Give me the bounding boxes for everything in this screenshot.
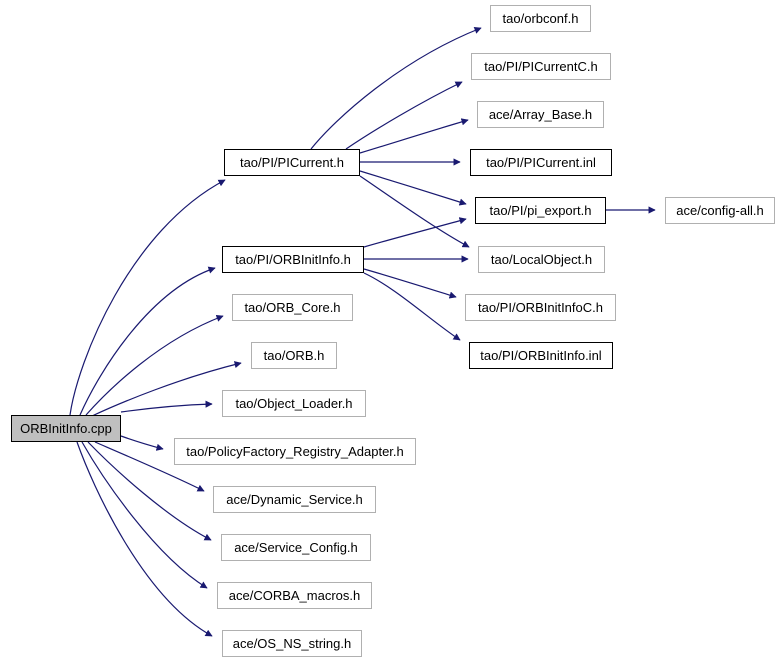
node-orbinitinfoc_h[interactable]: tao/PI/ORBInitInfoC.h xyxy=(465,294,616,321)
node-label: ace/config-all.h xyxy=(676,203,764,218)
node-dynamic_svc_h[interactable]: ace/Dynamic_Service.h xyxy=(213,486,376,513)
edge-picurrent_h-to-array_base_h xyxy=(359,118,469,154)
node-label: tao/PI/ORBInitInfo.h xyxy=(235,252,351,267)
node-label: tao/orbconf.h xyxy=(502,11,579,26)
edge-root-to-os_ns_string_h xyxy=(76,441,213,637)
node-localobject_h[interactable]: tao/LocalObject.h xyxy=(478,246,605,273)
node-label: tao/PI/PICurrent.inl xyxy=(486,155,596,170)
edge-root-to-object_loader_h xyxy=(120,400,213,413)
node-label: ace/Dynamic_Service.h xyxy=(226,492,363,507)
node-picurrent_h[interactable]: tao/PI/PICurrent.h xyxy=(224,149,360,176)
node-config_all_h[interactable]: ace/config-all.h xyxy=(665,197,775,224)
edge-root-to-corba_macros_h xyxy=(81,441,208,589)
node-picurrentc_h[interactable]: tao/PI/PICurrentC.h xyxy=(471,53,611,80)
edge-orbinitinfo_h-to-pi_export_h xyxy=(363,217,467,248)
node-label: tao/LocalObject.h xyxy=(490,252,593,267)
node-pi_export_h[interactable]: tao/PI/pi_export.h xyxy=(475,197,606,224)
node-service_config_h[interactable]: ace/Service_Config.h xyxy=(221,534,371,561)
edge-root-to-orb_core_h xyxy=(85,314,224,416)
edge-root-to-dynamic_svc_h xyxy=(94,441,205,492)
node-label: tao/Object_Loader.h xyxy=(235,396,353,411)
node-label: tao/PI/PICurrentC.h xyxy=(484,59,598,74)
node-object_loader_h[interactable]: tao/Object_Loader.h xyxy=(222,390,366,417)
node-label: ORBInitInfo.cpp xyxy=(20,421,112,436)
edge-root-to-policy_factory_h xyxy=(120,435,164,451)
node-os_ns_string_h[interactable]: ace/OS_NS_string.h xyxy=(222,630,362,657)
node-label: tao/PI/ORBInitInfo.inl xyxy=(480,348,602,363)
edge-picurrent_h-to-orbconf_h xyxy=(310,27,482,150)
node-orbinitinfo_inl[interactable]: tao/PI/ORBInitInfo.inl xyxy=(469,342,613,369)
node-picurrent_inl[interactable]: tao/PI/PICurrent.inl xyxy=(470,149,612,176)
node-orb_h[interactable]: tao/ORB.h xyxy=(251,342,337,369)
node-label: tao/ORB.h xyxy=(263,348,325,363)
edge-picurrent_h-to-pi_export_h xyxy=(359,170,467,206)
node-corba_macros_h[interactable]: ace/CORBA_macros.h xyxy=(217,582,372,609)
node-orbinitinfo_h[interactable]: tao/PI/ORBInitInfo.h xyxy=(222,246,364,273)
edge-root-to-service_config_h xyxy=(87,441,212,541)
node-orbconf_h[interactable]: tao/orbconf.h xyxy=(490,5,591,32)
node-label: tao/PolicyFactory_Registry_Adapter.h xyxy=(186,444,404,459)
edge-root-to-picurrent_h xyxy=(69,179,226,416)
edge-root-to-orbinitinfo_h xyxy=(79,266,216,416)
node-label: tao/ORB_Core.h xyxy=(244,300,341,315)
node-label: ace/Array_Base.h xyxy=(488,107,593,122)
node-label: tao/PI/ORBInitInfoC.h xyxy=(477,300,603,315)
node-root[interactable]: ORBInitInfo.cpp xyxy=(11,415,121,442)
edge-orbinitinfo_h-to-orbinitinfoc_h xyxy=(363,268,457,299)
node-label: tao/PI/pi_export.h xyxy=(489,203,592,218)
edge-picurrent_h-to-picurrentc_h xyxy=(345,81,463,150)
node-label: ace/Service_Config.h xyxy=(234,540,358,555)
edges xyxy=(69,27,656,637)
edge-picurrent_h-to-localobject_h xyxy=(359,175,470,248)
node-label: ace/OS_NS_string.h xyxy=(232,636,352,651)
node-orb_core_h[interactable]: tao/ORB_Core.h xyxy=(232,294,353,321)
edge-orbinitinfo_h-to-orbinitinfo_inl xyxy=(363,272,461,341)
node-label: ace/CORBA_macros.h xyxy=(228,588,361,603)
node-policy_factory_h[interactable]: tao/PolicyFactory_Registry_Adapter.h xyxy=(174,438,416,465)
edge-root-to-orb_h xyxy=(91,361,242,417)
node-array_base_h[interactable]: ace/Array_Base.h xyxy=(477,101,604,128)
node-label: tao/PI/PICurrent.h xyxy=(239,155,345,170)
